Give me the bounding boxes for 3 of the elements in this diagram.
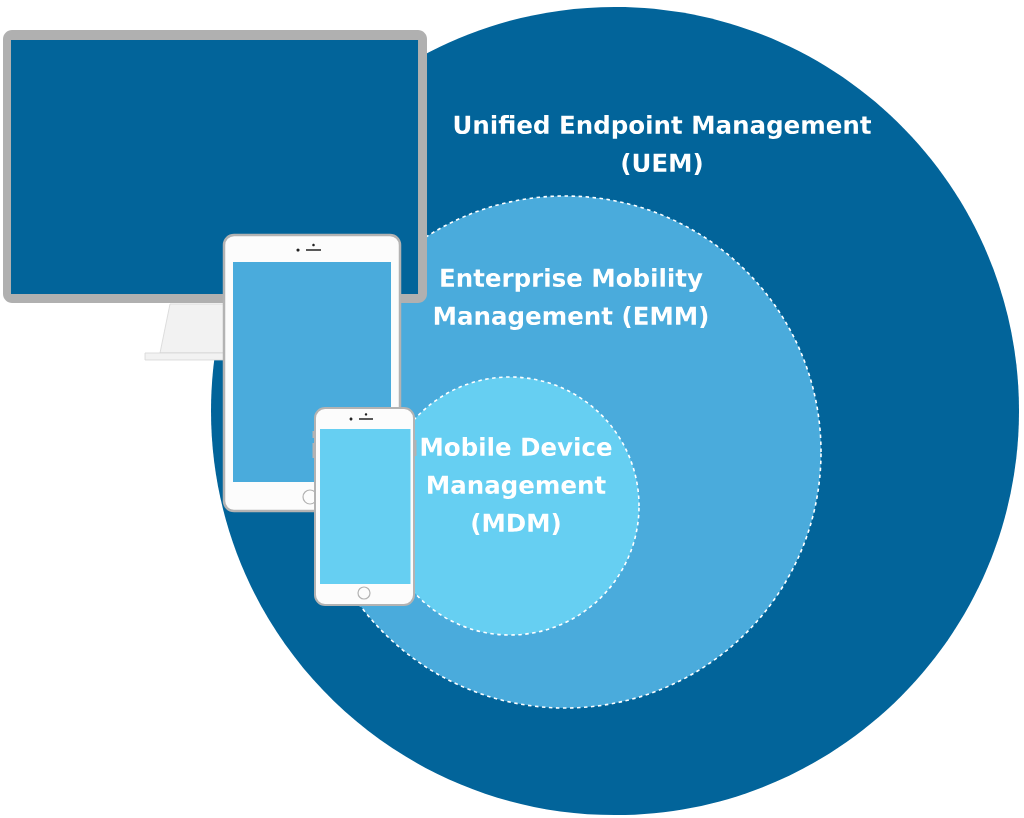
circle-label: Enterprise Mobility Management (EMM) bbox=[434, 268, 708, 330]
circle-label: Unified Endpoint Management (UEM) bbox=[454, 115, 871, 175]
circle-label: Mobile Device Management (MDM) bbox=[421, 437, 612, 535]
